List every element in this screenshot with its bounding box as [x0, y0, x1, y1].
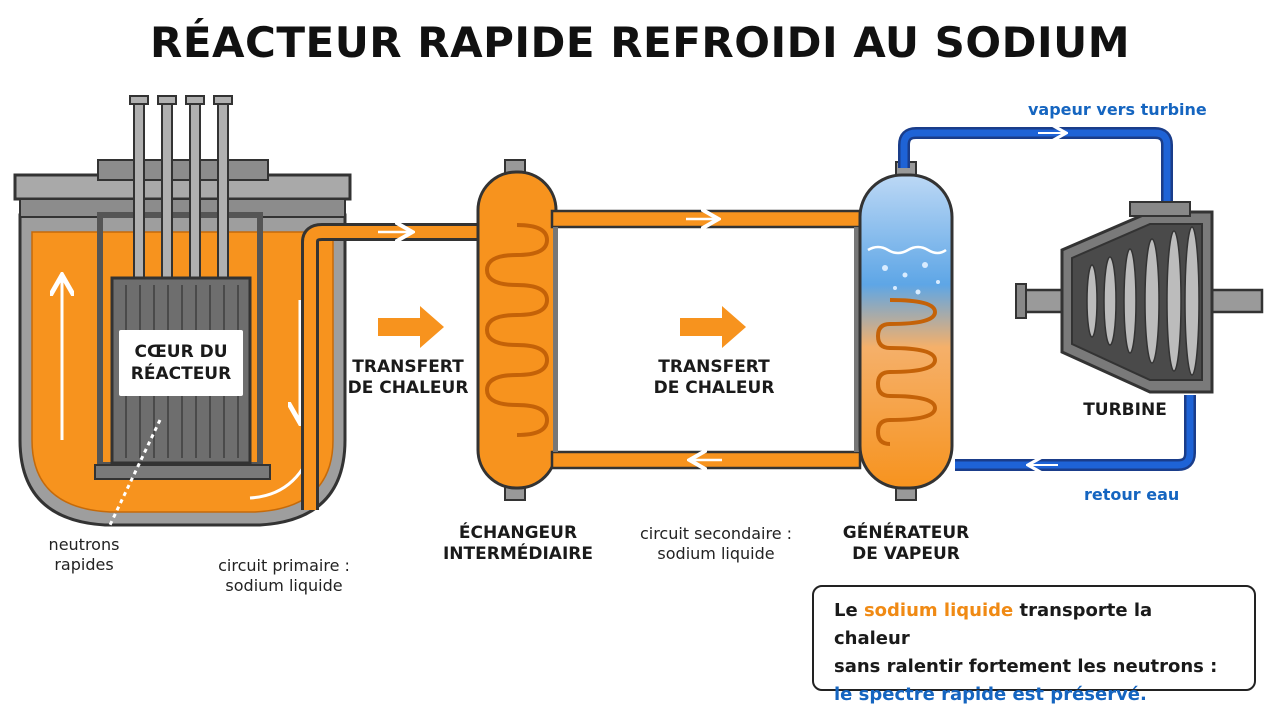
- info-highlight-sodium: sodium liquide: [863, 600, 1014, 621]
- info-line-2: sans ralentir fortement les neutrons :: [834, 656, 1218, 677]
- heat-transfer-2-line-2: DE CHALEUR: [653, 378, 775, 398]
- secondary-circuit-line-1: circuit secondaire :: [639, 524, 793, 543]
- info-line-1: Le sodium liquide transporte la chaleur: [834, 597, 1234, 653]
- primary-circuit-line-2: sodium liquide: [225, 576, 343, 595]
- primary-circuit-line-1: circuit primaire :: [218, 556, 350, 575]
- steam-to-turbine-label: vapeur vers turbine: [1028, 100, 1207, 119]
- steam-generator-label: GÉNÉRATEUR DE VAPEUR: [836, 523, 976, 565]
- neutrons-label: neutrons rapides: [38, 535, 130, 575]
- page-title: RÉACTEUR RAPIDE REFROIDI AU SODIUM: [150, 18, 1130, 67]
- neutrons-label-line-1: neutrons: [48, 535, 120, 554]
- reactor-core-label: CŒUR DU RÉACTEUR: [119, 330, 243, 396]
- steam-generator-line-2: DE VAPEUR: [852, 544, 960, 564]
- secondary-circuit-label: circuit secondaire : sodium liquide: [628, 524, 804, 564]
- heat-transfer-arrow-1: [378, 306, 444, 348]
- secondary-circuit-line-2: sodium liquide: [657, 544, 775, 563]
- water-return-label: retour eau: [1084, 485, 1180, 504]
- primary-circuit-label: circuit primaire : sodium liquide: [208, 556, 360, 596]
- exchanger-label-line-2: INTERMÉDIAIRE: [442, 544, 593, 564]
- info-line-1-start: Le: [834, 600, 864, 621]
- heat-transfer-label-2: TRANSFERT DE CHALEUR: [652, 357, 776, 399]
- steam-generator-line-1: GÉNÉRATEUR: [842, 523, 970, 543]
- core-label-line-1: CŒUR DU: [134, 342, 228, 362]
- info-box: Le sodium liquide transporte la chaleur …: [812, 585, 1256, 705]
- reactor-vessel: [13, 95, 352, 527]
- core-label-line-2: RÉACTEUR: [130, 364, 232, 384]
- heat-transfer-1-line-2: DE CHALEUR: [347, 378, 469, 398]
- steam-pipe: [898, 133, 1173, 215]
- heat-transfer-arrow-2: [680, 306, 746, 348]
- turbine-label: TURBINE: [1083, 400, 1167, 420]
- water-return-pipe: [955, 395, 1196, 465]
- secondary-circuit: [550, 211, 862, 468]
- info-line-3: le spectre rapide est préservé.: [834, 684, 1147, 705]
- info-line-1-end: transporte la chaleur: [834, 600, 1153, 649]
- turbine: [1015, 201, 1264, 394]
- neutrons-label-line-2: rapides: [54, 555, 114, 574]
- exchanger-label: ÉCHANGEUR INTERMÉDIAIRE: [438, 523, 598, 565]
- intermediate-exchanger: [476, 159, 558, 501]
- heat-transfer-1-line-1: TRANSFERT: [352, 357, 464, 377]
- heat-transfer-2-line-1: TRANSFERT: [658, 357, 770, 377]
- exchanger-label-line-1: ÉCHANGEUR: [458, 523, 578, 543]
- primary-pipe: [301, 232, 478, 510]
- steam-generator: [858, 161, 954, 501]
- heat-transfer-label-1: TRANSFERT DE CHALEUR: [346, 357, 470, 399]
